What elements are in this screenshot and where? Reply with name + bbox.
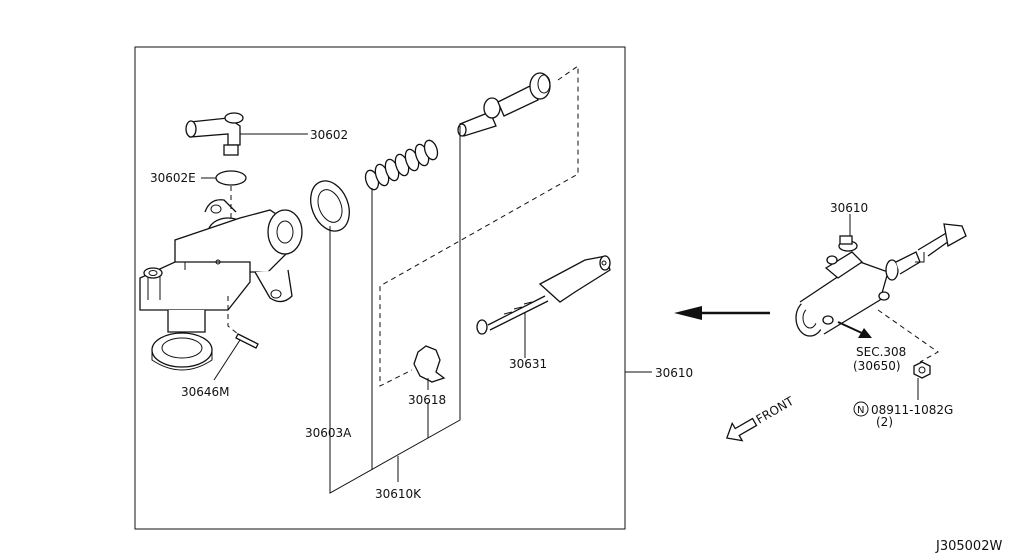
label-30631: 30631 xyxy=(509,357,547,371)
label-30610k: 30610K xyxy=(375,487,422,501)
flange-bolt-hole xyxy=(918,366,926,374)
label-30610-small: 30610 xyxy=(830,201,868,215)
reservoir-hose-elbow xyxy=(185,112,244,156)
kit-bracket xyxy=(329,126,461,494)
label-30618: 30618 xyxy=(408,393,446,407)
piston-assembly xyxy=(457,72,551,137)
push-rod xyxy=(476,255,611,335)
parts-frame xyxy=(134,46,626,530)
master-cylinder-body xyxy=(139,199,303,371)
dust-boot xyxy=(413,345,446,383)
diagram-id: J305002W xyxy=(935,539,1002,554)
label-sec-ref: (30650) xyxy=(853,359,901,373)
pin-dash xyxy=(227,296,239,335)
cylinder-seal xyxy=(310,180,350,232)
leader-30646m xyxy=(213,339,241,381)
label-bolt-qty: (2) xyxy=(876,415,893,429)
label-front: FRONT xyxy=(754,394,797,427)
sec-arrow-head xyxy=(858,328,872,338)
kit-outline xyxy=(379,65,579,387)
o-ring xyxy=(215,170,247,186)
sec-arrow xyxy=(837,321,865,335)
label-30646m: 30646M xyxy=(181,385,230,399)
installed-view xyxy=(795,223,967,337)
front-indicator: FRONT xyxy=(725,394,797,442)
label-30602: 30602 xyxy=(310,128,348,142)
label-sec: SEC.308 xyxy=(856,345,906,359)
return-spring xyxy=(364,139,439,191)
spring-pin xyxy=(235,333,259,349)
bolt-symbol-circle xyxy=(853,401,869,417)
label-30602e: 30602E xyxy=(150,171,196,185)
flange-bolt xyxy=(913,361,931,379)
locator-arrow-head xyxy=(674,306,702,320)
label-bolt: 08911-1082G xyxy=(871,403,953,417)
label-30603a: 30603A xyxy=(305,426,352,440)
bolt-symbol: N xyxy=(857,405,864,416)
sec-dash xyxy=(877,309,939,363)
label-30610-box: 30610 xyxy=(655,366,693,380)
